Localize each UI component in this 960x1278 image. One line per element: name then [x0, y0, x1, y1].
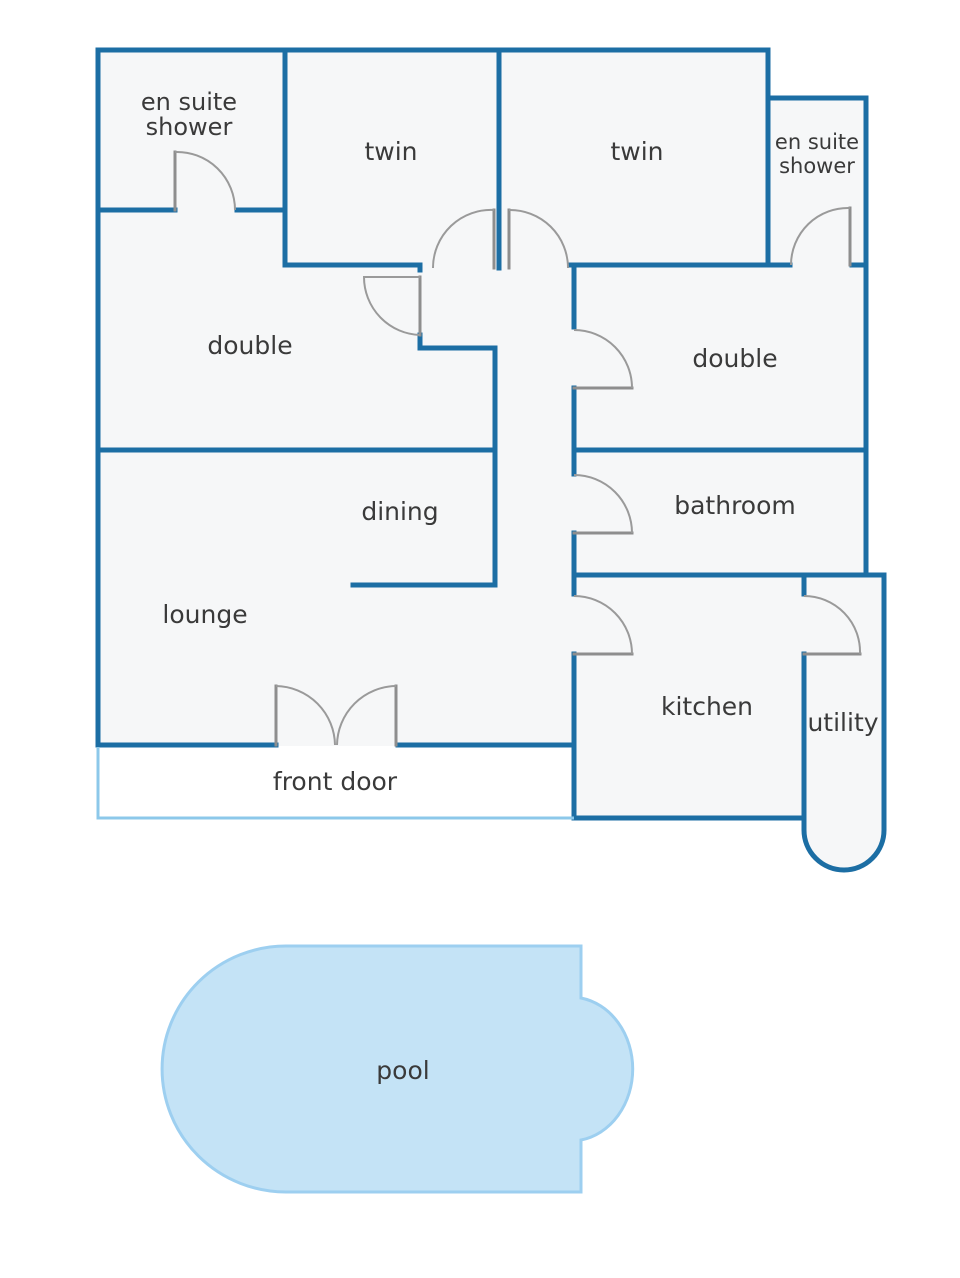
label-pool: pool [376, 1056, 429, 1085]
label-kitchen: kitchen [661, 692, 753, 721]
label-en-suite-left-1: en suite [141, 88, 237, 116]
door-double-left[interactable] [362, 275, 422, 337]
door-en-suite-left[interactable] [173, 150, 236, 212]
label-en-suite-right-2: shower [779, 154, 855, 178]
label-twin-left: twin [364, 137, 417, 166]
door-bathroom[interactable] [572, 474, 634, 535]
porch-outline [96, 747, 574, 820]
label-front-door: front door [273, 767, 398, 796]
door-kitchen[interactable] [572, 595, 634, 656]
label-en-suite-right-1: en suite [775, 130, 859, 154]
label-bathroom: bathroom [674, 491, 796, 520]
door-double-right[interactable] [572, 329, 634, 390]
label-twin-right: twin [610, 137, 663, 166]
doors [173, 150, 862, 747]
label-dining: dining [361, 497, 438, 526]
label-utility: utility [807, 708, 878, 737]
room-fills [98, 50, 884, 870]
door-utility[interactable] [802, 595, 862, 656]
label-double-left: double [207, 331, 292, 360]
label-double-right: double [692, 344, 777, 373]
room-labels: en suite shower twin twin en suite showe… [141, 88, 879, 1085]
door-twin-right[interactable] [507, 208, 569, 270]
pool-shape [160, 944, 635, 1194]
label-en-suite-left-2: shower [146, 113, 233, 141]
door-twin-left[interactable] [431, 208, 496, 270]
label-lounge: lounge [162, 600, 247, 629]
door-front[interactable] [274, 684, 398, 747]
door-en-suite-right[interactable] [790, 206, 852, 267]
walls [95, 47, 887, 873]
